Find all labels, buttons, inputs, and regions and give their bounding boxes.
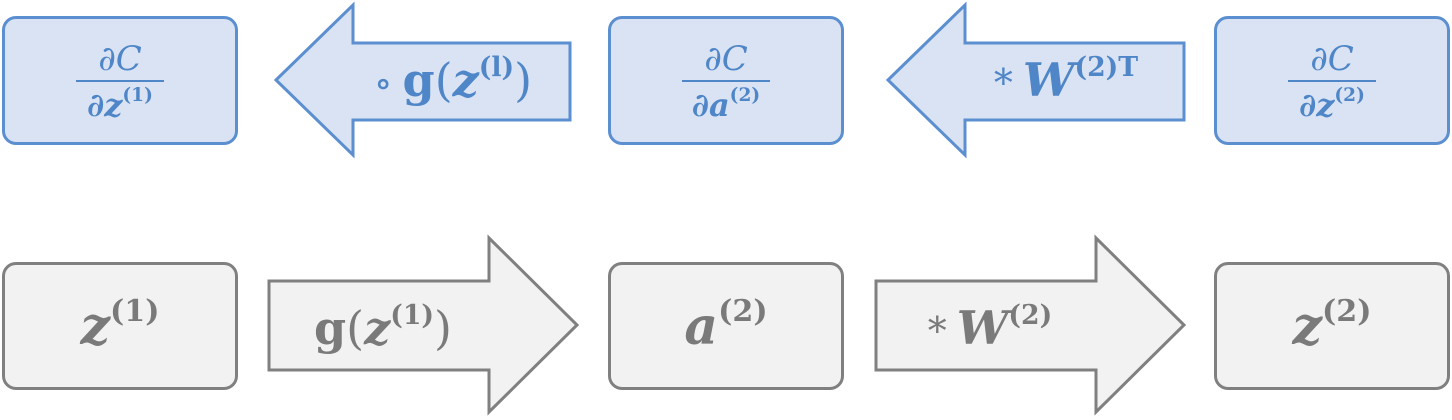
arrow-label: g(z(1)) [267, 236, 579, 414]
node-value: z(1) [80, 296, 159, 357]
arg-superscript: (1) [390, 299, 435, 331]
fraction-denominator: ∂z(1) [87, 85, 153, 124]
left-arrow-shape [885, 1, 1186, 159]
multiply-operator: * [927, 309, 947, 353]
func-arg: z [452, 53, 479, 107]
backward-arrow-activation-derivative: ∘g(z(l)) [273, 1, 572, 159]
paren-open: ( [346, 301, 365, 355]
forward-arrow-weight: *W(2) [874, 234, 1187, 416]
weight-superscript: (2) [1008, 299, 1053, 331]
fraction: ∂C ∂z(2) [1288, 40, 1376, 122]
left-arrow-shape [273, 1, 572, 159]
fraction-numerator: ∂C [704, 38, 748, 79]
hadamard-operator: ∘ [373, 61, 393, 105]
right-arrow-shape [267, 234, 580, 416]
denominator-superscript: (2) [1334, 85, 1365, 107]
arrow-formula: *W(2) [928, 301, 1052, 355]
denominator-text: ∂z [87, 85, 123, 124]
arg-superscript: (l) [478, 51, 515, 83]
fraction-bar [1288, 79, 1376, 82]
denominator-text: ∂a [691, 85, 730, 124]
fraction-bar [682, 79, 770, 82]
forward-box-z1: z(1) [2, 262, 238, 390]
arrow-formula: ∘g(z(l)) [374, 53, 532, 107]
paren-close: ) [514, 53, 533, 107]
paren-close: ) [434, 301, 452, 355]
multiply-operator: * [993, 61, 1013, 105]
paren-open: ( [434, 53, 453, 107]
forward-box-z2: z(2) [1214, 262, 1450, 390]
fraction-denominator: ∂z(2) [1299, 85, 1365, 124]
backward-box-dC-da2: ∂C ∂a(2) [608, 16, 844, 145]
node-value: a(2) [684, 296, 767, 357]
weight-superscript: (2)T [1074, 51, 1139, 83]
var-name: z [1292, 295, 1322, 357]
forward-box-a2: a(2) [608, 262, 844, 390]
arrow-formula: g(z(1)) [314, 301, 452, 355]
arrow-label: ∘g(z(l)) [274, 3, 572, 157]
backward-box-dC-dz2: ∂C ∂z(2) [1214, 16, 1450, 145]
var-name: a [684, 295, 719, 357]
arrow-label: *W(2)T [886, 3, 1186, 157]
fraction-bar [76, 79, 164, 82]
weight-var: W [1022, 53, 1075, 107]
backward-box-dC-dz1: ∂C ∂z(1) [2, 16, 238, 145]
func-name: g [402, 53, 435, 107]
backward-arrow-weight-transpose: *W(2)T [885, 1, 1186, 159]
func-arg: z [364, 301, 391, 355]
right-arrow-shape [874, 234, 1187, 416]
var-name: z [80, 295, 110, 357]
func-name: g [313, 301, 347, 355]
var-superscript: (2) [718, 293, 768, 329]
denominator-superscript: (2) [729, 85, 761, 107]
fraction-numerator: ∂C [1310, 38, 1354, 79]
var-superscript: (1) [110, 293, 160, 329]
arrow-formula: *W(2)T [994, 53, 1138, 107]
forward-arrow-activation: g(z(1)) [267, 234, 580, 416]
node-value: z(2) [1292, 296, 1371, 357]
denominator-superscript: (1) [122, 85, 153, 107]
fraction-denominator: ∂a(2) [691, 85, 761, 124]
denominator-text: ∂z [1299, 85, 1335, 124]
fraction: ∂C ∂a(2) [682, 40, 770, 122]
var-superscript: (2) [1322, 293, 1372, 329]
fraction: ∂C ∂z(1) [76, 40, 164, 122]
fraction-numerator: ∂C [98, 38, 142, 79]
weight-var: W [956, 301, 1009, 355]
arrow-label: *W(2) [874, 236, 1186, 414]
